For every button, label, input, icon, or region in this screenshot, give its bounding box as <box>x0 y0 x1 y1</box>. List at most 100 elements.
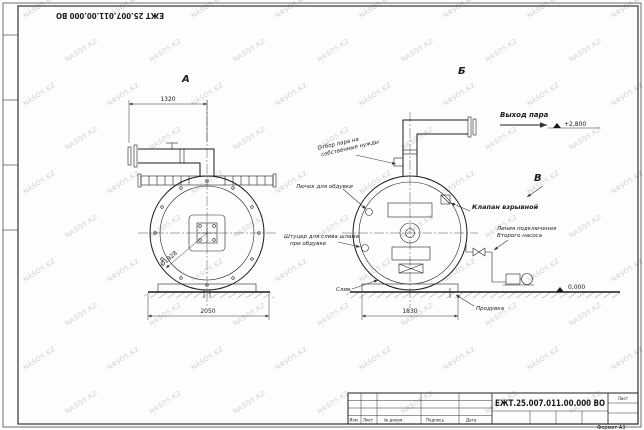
tb-col-date: Дата <box>466 418 477 423</box>
watermark-text: NASOS.KZ <box>484 125 519 152</box>
tb-doc-number: ЕЖТ.25.007.011.00.000 ВО <box>495 399 605 409</box>
view-b-label: Б <box>458 66 466 77</box>
dim-pipe-length: 1320 <box>160 96 175 103</box>
watermark-text: NASOS.KZ <box>442 169 477 196</box>
doc-number-inverted: ЕЖТ 25.007.011.00.000 ВО <box>56 11 164 20</box>
title-block: Изм. Лист № докум. Подпись Дата ЕЖТ.25.0… <box>347 392 639 430</box>
watermark-text: NASOS.KZ <box>274 169 309 196</box>
watermark-text: NASOS.KZ <box>568 301 603 328</box>
watermark-text: NASOS.KZ <box>64 213 99 240</box>
watermark-text: NASOS.KZ <box>274 81 309 108</box>
label-sludge-fitting-1: Штуцер для слива шлама <box>284 234 360 240</box>
boiler-door-left <box>159 185 255 281</box>
dim-right-base: 1830 <box>402 308 417 315</box>
watermark-text: NASOS.KZ <box>316 37 351 64</box>
view-a-label: А <box>181 74 190 85</box>
watermark-text: NASOS.KZ <box>610 345 644 372</box>
watermark-text: NASOS.KZ <box>232 37 267 64</box>
saddle-right <box>346 283 620 298</box>
watermark-text: NASOS.KZ <box>568 213 603 240</box>
explosion-valve-fitting <box>440 194 451 205</box>
watermark-text: NASOS.KZ <box>190 257 225 284</box>
watermark-text: NASOS.KZ <box>106 257 141 284</box>
watermark-text: NASOS.KZ <box>484 301 519 328</box>
watermark-text: NASOS.KZ <box>148 301 183 328</box>
watermark-text: NASOS.KZ <box>22 257 57 284</box>
watermark-text: NASOS.KZ <box>148 125 183 152</box>
watermark-text: NASOS.KZ <box>232 389 267 416</box>
view-b-boiler-end: 1830 Б В <box>342 66 620 320</box>
watermark-text: NASOS.KZ <box>358 169 393 196</box>
watermark-text: NASOS.KZ <box>358 81 393 108</box>
watermark-text: NASOS.KZ <box>190 81 225 108</box>
watermark-text: NASOS.KZ <box>610 169 644 196</box>
blow-hatch-fitting <box>365 208 373 216</box>
watermark-text: NASOS.KZ <box>106 169 141 196</box>
view-a-boiler-end: 1320 2050 Ø1928 А <box>127 74 277 320</box>
watermark-text: NASOS.KZ <box>526 169 561 196</box>
door-bolts <box>153 179 261 287</box>
watermark-text: NASOS.KZ <box>316 389 351 416</box>
sludge-fitting <box>361 244 369 252</box>
watermark-text: NASOS.KZ <box>22 345 57 372</box>
label-steam-extraction: Отбор пара на собственные нужды <box>317 136 380 158</box>
watermark-text: NASOS.KZ <box>148 37 183 64</box>
label-sludge-fitting-2: при обдувке <box>290 241 327 247</box>
dim-1320: 1320 <box>128 96 208 143</box>
label-blow-hatch: Лючок для обдувки <box>295 184 353 190</box>
label-elevation-top: +2,800 <box>564 121 586 128</box>
watermark-text: NASOS.KZ <box>148 213 183 240</box>
watermark-text: NASOS.KZ <box>400 37 435 64</box>
elevation-mark-zero <box>556 287 564 292</box>
watermark-text: NASOS.KZ <box>64 125 99 152</box>
watermark-text: NASOS.KZ <box>190 345 225 372</box>
watermark-text: NASOS.KZ <box>22 169 57 196</box>
watermark-text: NASOS.KZ <box>610 257 644 284</box>
dim-left-base: 2050 <box>200 308 215 315</box>
watermark-text: NASOS.KZ <box>64 37 99 64</box>
center-port <box>399 222 421 244</box>
center-port-inner <box>405 228 415 238</box>
watermark-text: NASOS.KZ <box>64 389 99 416</box>
watermark-text: NASOS.KZ <box>274 345 309 372</box>
tb-sheet-label: Лист <box>618 396 629 401</box>
label-blowdown: Продувка <box>476 306 505 312</box>
watermark-text: NASOS.KZ <box>106 81 141 108</box>
watermark-text: NASOS.KZ <box>106 345 141 372</box>
watermark-text: NASOS.KZ <box>22 81 57 108</box>
label-pump-line-1: Линия подключения <box>496 226 557 232</box>
watermark-text: NASOS.KZ <box>358 345 393 372</box>
tb-col-list: Лист <box>363 418 374 423</box>
format-label: Формат А3 <box>597 425 625 430</box>
watermark-text: NASOS.KZ <box>64 301 99 328</box>
watermark-layer: NASOS.KZ NASOS.KZ NASOS.KZ NASOS.KZ NASOS.KZ… <box>22 0 644 416</box>
view-v-label: В <box>534 173 542 184</box>
support-bracket <box>137 173 277 188</box>
tb-col-sign: Подпись <box>426 418 445 423</box>
watermark-text: NASOS.KZ <box>610 81 644 108</box>
watermark-text: NASOS.KZ <box>442 345 477 372</box>
label-elevation-zero: 0,000 <box>568 284 585 291</box>
tb-col-izm: Изм. <box>350 418 359 423</box>
lower-hatch <box>398 263 424 274</box>
pump-piping <box>449 242 506 298</box>
burner-hatch <box>188 214 226 252</box>
watermark-text: NASOS.KZ <box>526 257 561 284</box>
watermark-text: NASOS.KZ <box>568 37 603 64</box>
top-hatch <box>387 202 433 218</box>
boiler-shell-right <box>352 175 468 291</box>
watermark-text: NASOS.KZ <box>526 81 561 108</box>
watermark-text: NASOS.KZ <box>232 301 267 328</box>
watermark-text: NASOS.KZ <box>316 301 351 328</box>
valve-symbol <box>472 247 486 257</box>
watermark-text: NASOS.KZ <box>274 257 309 284</box>
feed-pump <box>503 273 534 286</box>
watermark-text: NASOS.KZ <box>442 81 477 108</box>
label-pump-line-2: Второго насоса <box>497 233 543 239</box>
watermark-text: NASOS.KZ <box>148 389 183 416</box>
label-steam-outlet: Выход пара <box>500 111 549 119</box>
dim-2050: 2050 <box>147 294 270 320</box>
